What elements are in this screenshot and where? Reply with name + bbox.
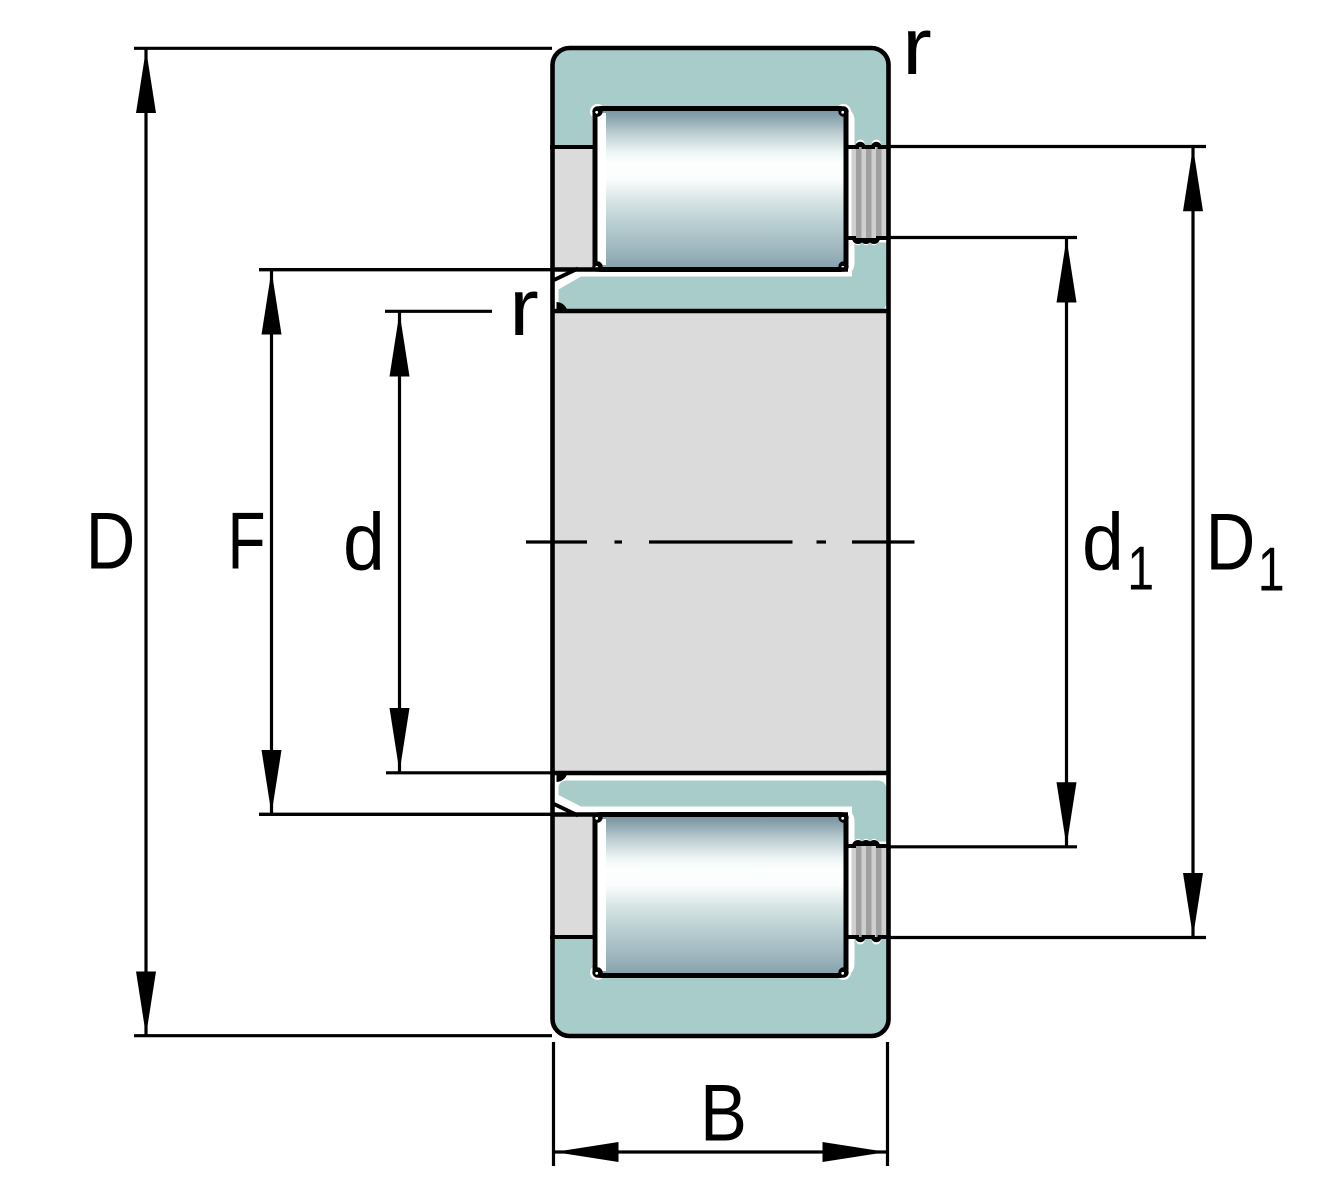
svg-text:B: B [700, 1068, 747, 1159]
svg-text:r: r [902, 2, 932, 92]
svg-text:r: r [509, 263, 539, 353]
svg-text:F: F [227, 497, 265, 587]
svg-text:d: d [1082, 496, 1124, 587]
svg-text:D: D [1206, 496, 1256, 587]
svg-text:d: d [343, 496, 385, 587]
svg-text:1: 1 [1127, 534, 1154, 603]
svg-text:D: D [86, 495, 136, 586]
svg-text:1: 1 [1258, 535, 1285, 604]
